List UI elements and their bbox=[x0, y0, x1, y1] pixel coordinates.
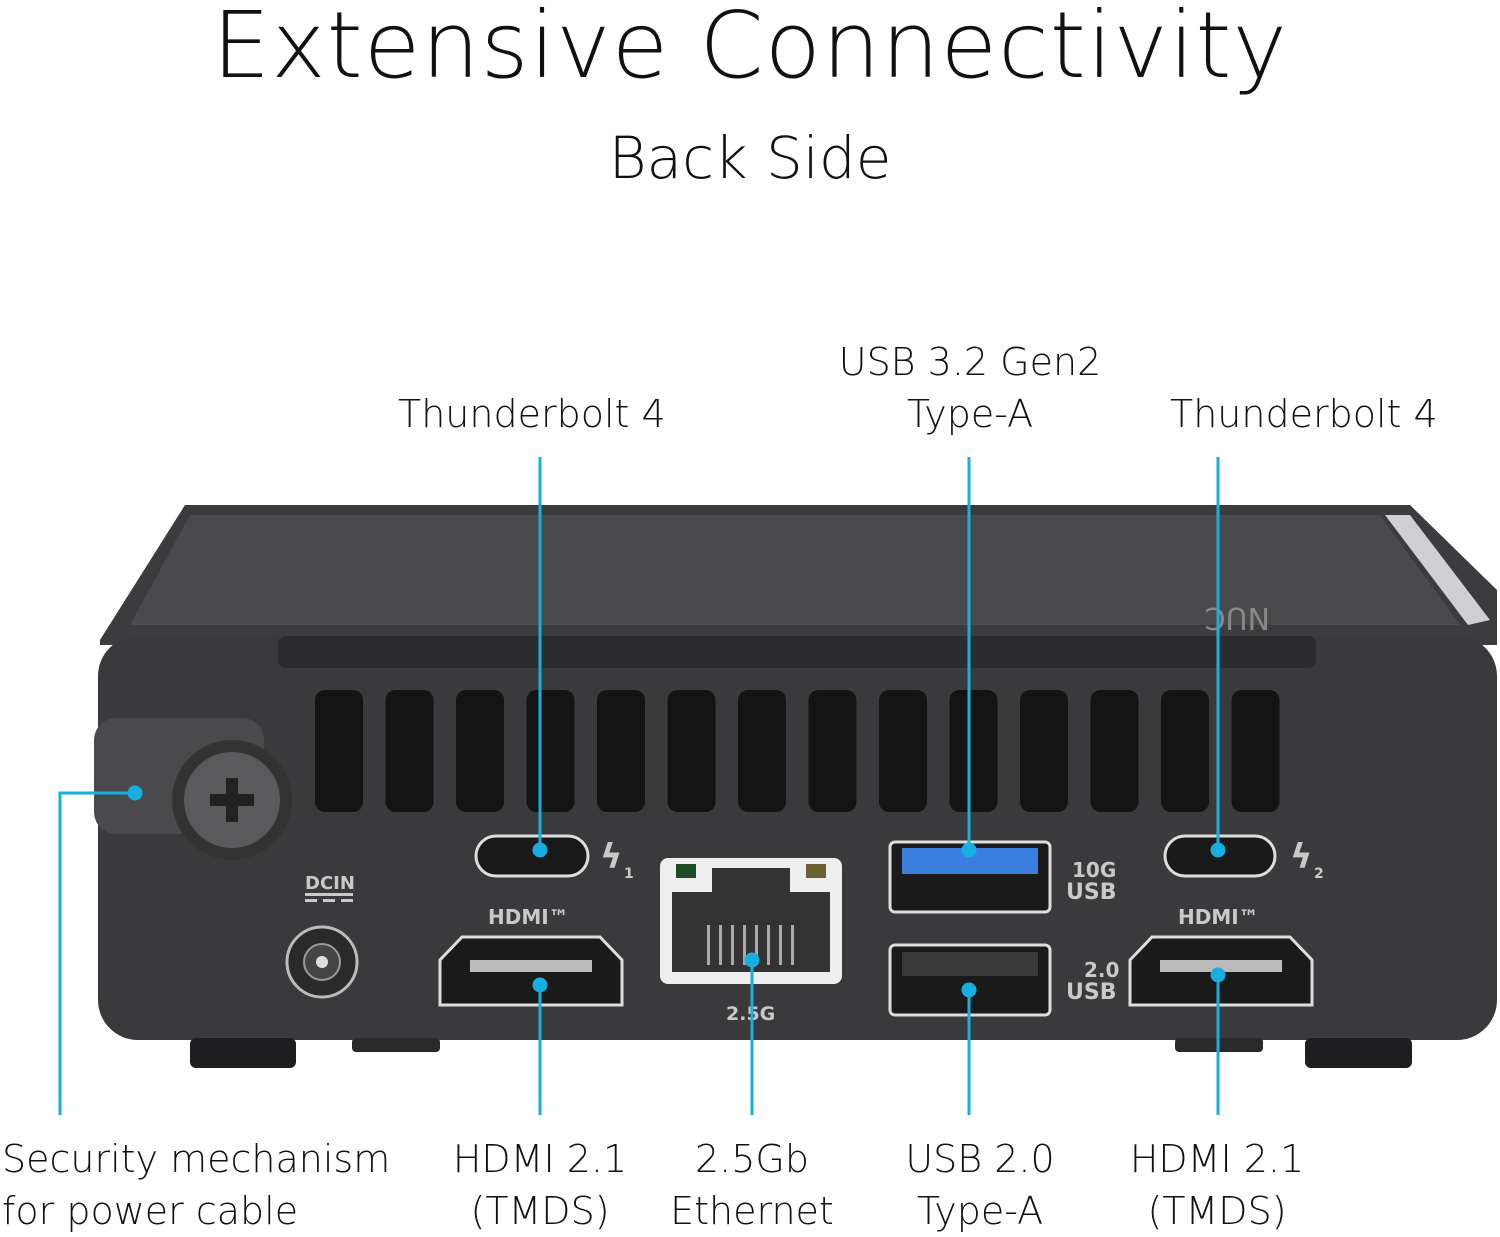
vent-slot bbox=[879, 690, 927, 812]
hdmi-logo: HDMI™ bbox=[1178, 905, 1259, 929]
ethernet-pin bbox=[719, 925, 722, 965]
foot-right bbox=[1305, 1038, 1412, 1068]
vent-slot bbox=[385, 690, 434, 812]
usb3-usb-label: USB bbox=[1066, 880, 1116, 905]
usb2-usb-label: USB bbox=[1066, 980, 1116, 1005]
vent-slot bbox=[1020, 690, 1068, 812]
usb3-speed-label: 10G bbox=[1072, 858, 1116, 882]
tb2-number: 2 bbox=[1314, 866, 1324, 882]
vent-slot bbox=[808, 690, 857, 812]
vent-slot bbox=[667, 690, 716, 812]
ethernet-pin bbox=[731, 925, 734, 965]
thunderbolt-icon: ϟ bbox=[600, 837, 622, 877]
vent-slot bbox=[1161, 690, 1209, 812]
nuc-logo: NUC bbox=[1205, 600, 1270, 635]
label-thunderbolt-2: Thunderbolt 4 bbox=[1170, 388, 1438, 440]
dcin-label: DCIN bbox=[305, 873, 355, 894]
device-lid-top bbox=[130, 515, 1460, 625]
tb1-number: 1 bbox=[624, 866, 634, 882]
label-line: Thunderbolt 4 bbox=[398, 392, 666, 436]
front-lip bbox=[278, 636, 1316, 668]
foot-mid-left bbox=[352, 1038, 440, 1052]
label-thunderbolt-1: Thunderbolt 4 bbox=[398, 388, 666, 440]
ethernet-pin bbox=[767, 925, 770, 965]
vent-slot bbox=[315, 690, 363, 812]
label-line: HDMI 2.1 bbox=[452, 1137, 628, 1181]
label-hdmi-1: HDMI 2.1 (TMDS) bbox=[420, 1133, 660, 1237]
hdmi-logo: HDMI™ bbox=[488, 905, 569, 929]
label-line: Type-A bbox=[916, 1189, 1044, 1233]
leader-lines bbox=[58, 457, 1226, 1115]
vent-slot bbox=[1231, 690, 1280, 812]
thunderbolt-port-1 bbox=[474, 834, 590, 878]
vent-slot bbox=[526, 690, 575, 812]
label-line: Ethernet bbox=[670, 1189, 834, 1233]
thunderbolt-icon: ϟ bbox=[1290, 837, 1312, 877]
label-line: for power cable bbox=[2, 1189, 299, 1233]
screw-cross-icon bbox=[210, 778, 254, 822]
vent-slot bbox=[1090, 690, 1139, 812]
ethernet-pin bbox=[791, 925, 794, 965]
device-front bbox=[98, 636, 1497, 1040]
vent-slot bbox=[738, 690, 786, 812]
vent-slot bbox=[949, 690, 998, 812]
vent-slot bbox=[456, 690, 504, 812]
label-line: 2.5Gb bbox=[695, 1137, 809, 1181]
label-line: (TMDS) bbox=[470, 1189, 610, 1233]
label-line: HDMI 2.1 bbox=[1129, 1137, 1305, 1181]
label-line: Thunderbolt 4 bbox=[1170, 392, 1438, 436]
label-hdmi-2: HDMI 2.1 (TMDS) bbox=[1097, 1133, 1337, 1237]
label-line: Security mechanism bbox=[2, 1137, 391, 1181]
ethernet-pin bbox=[743, 925, 746, 965]
page-title: Extensive Connectivity bbox=[212, 0, 1288, 99]
label-line: (TMDS) bbox=[1147, 1189, 1287, 1233]
label-line: USB 3.2 Gen2 bbox=[838, 340, 1102, 384]
foot-left bbox=[190, 1038, 296, 1068]
label-security: Security mechanism for power cable bbox=[2, 1133, 390, 1237]
usb2-version-label: 2.0 bbox=[1084, 958, 1119, 982]
label-line: USB 2.0 bbox=[905, 1137, 1055, 1181]
ethernet-pin bbox=[779, 925, 782, 965]
lid-highlight bbox=[1385, 515, 1490, 625]
label-line: Type-A bbox=[906, 392, 1034, 436]
page-subtitle: Back Side bbox=[608, 124, 892, 192]
ethernet-pin bbox=[755, 925, 758, 965]
vent-slot bbox=[597, 690, 645, 812]
ethernet-pin bbox=[707, 925, 710, 965]
